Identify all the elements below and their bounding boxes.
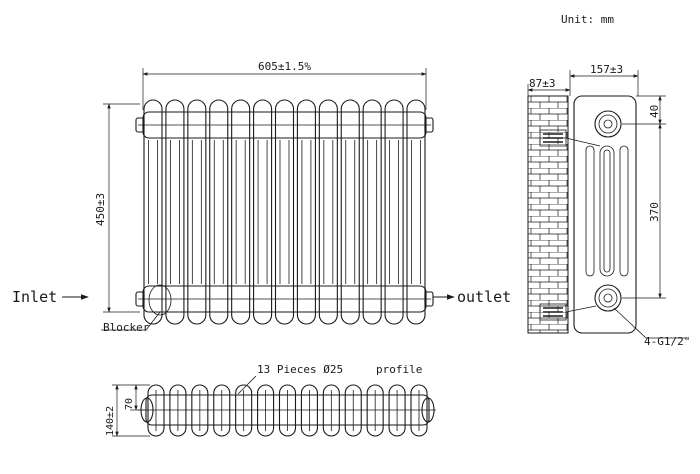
top-view-column bbox=[344, 384, 362, 437]
front-column bbox=[253, 99, 273, 325]
half-depth-dimension: 70 bbox=[124, 398, 135, 410]
centers-dimension: 370 bbox=[648, 202, 661, 222]
front-column bbox=[187, 99, 207, 325]
blocker-leader bbox=[101, 311, 161, 331]
plug-bottom-left bbox=[135, 291, 145, 307]
bracket-bottom bbox=[539, 303, 597, 321]
side-view: 87±3 157±3 40 370 4-G1/2" bbox=[527, 63, 690, 348]
blocker-label: Blocker bbox=[103, 321, 150, 334]
top-view-column bbox=[322, 384, 340, 437]
top-view-column bbox=[169, 384, 187, 437]
brick-wall bbox=[527, 95, 569, 334]
connection-bottom bbox=[594, 284, 622, 312]
width-dimension: 605±1.5% bbox=[258, 60, 311, 73]
connection-top-inner bbox=[598, 114, 618, 134]
side-center-tube-inner bbox=[603, 149, 611, 273]
side-radiator-body bbox=[573, 95, 637, 334]
top-view-column bbox=[388, 384, 406, 437]
front-column bbox=[318, 99, 338, 325]
connection-bottom-core bbox=[603, 293, 613, 303]
front-column bbox=[165, 99, 185, 325]
blocker-ellipse bbox=[148, 284, 172, 316]
bracket-top bbox=[539, 129, 601, 147]
top-view-column bbox=[257, 384, 275, 437]
top-view-columns bbox=[147, 384, 428, 437]
connection-label: 4-G1/2" bbox=[644, 335, 690, 348]
top-view-column bbox=[235, 384, 253, 437]
pieces-label: 13 Pieces Ø25 bbox=[257, 363, 343, 376]
front-column bbox=[384, 99, 404, 325]
front-columns bbox=[143, 99, 426, 325]
front-view: Blocker 605±1.5% 450±3 Inlet outlet bbox=[12, 60, 511, 334]
pieces-leader bbox=[237, 375, 257, 395]
front-column bbox=[362, 99, 382, 325]
top-view-column bbox=[410, 384, 428, 437]
front-column bbox=[209, 99, 229, 325]
inlet-label: Inlet bbox=[12, 288, 57, 306]
outlet-label: outlet bbox=[457, 288, 511, 306]
connection-bottom-inner bbox=[598, 288, 618, 308]
profile-label: profile bbox=[376, 363, 422, 376]
side-right-tube bbox=[619, 145, 629, 277]
front-column bbox=[274, 99, 295, 325]
side-left-tube bbox=[585, 145, 595, 277]
front-column bbox=[143, 99, 163, 325]
top-view-plug-right bbox=[421, 397, 435, 423]
top-offset-dimension: 40 bbox=[648, 105, 661, 118]
top-depth-dimension: 140±2 bbox=[105, 406, 116, 436]
unit-label: Unit: mm bbox=[561, 13, 614, 26]
top-view-column bbox=[191, 384, 209, 437]
front-column bbox=[406, 99, 426, 325]
plug-top-left bbox=[135, 117, 145, 133]
side-center-tube bbox=[599, 145, 615, 277]
side-depth-dimension: 157±3 bbox=[590, 63, 623, 76]
front-column bbox=[296, 99, 316, 325]
front-column bbox=[231, 99, 251, 325]
top-view-column bbox=[213, 384, 231, 437]
front-column bbox=[340, 99, 360, 325]
wall-gap-dimension: 87±3 bbox=[529, 77, 556, 90]
top-view-column bbox=[366, 384, 384, 437]
top-view: 13 Pieces Ø25 profile 140±2 70 bbox=[105, 363, 436, 437]
connection-top bbox=[594, 110, 622, 138]
connection-top-core bbox=[603, 119, 613, 129]
height-dimension: 450±3 bbox=[94, 193, 107, 226]
top-view-column bbox=[147, 384, 165, 437]
plug-top-right bbox=[424, 117, 434, 133]
top-view-column bbox=[300, 384, 318, 437]
top-view-column bbox=[278, 384, 297, 437]
plug-bottom-right bbox=[424, 291, 434, 307]
connection-leader bbox=[613, 307, 686, 339]
